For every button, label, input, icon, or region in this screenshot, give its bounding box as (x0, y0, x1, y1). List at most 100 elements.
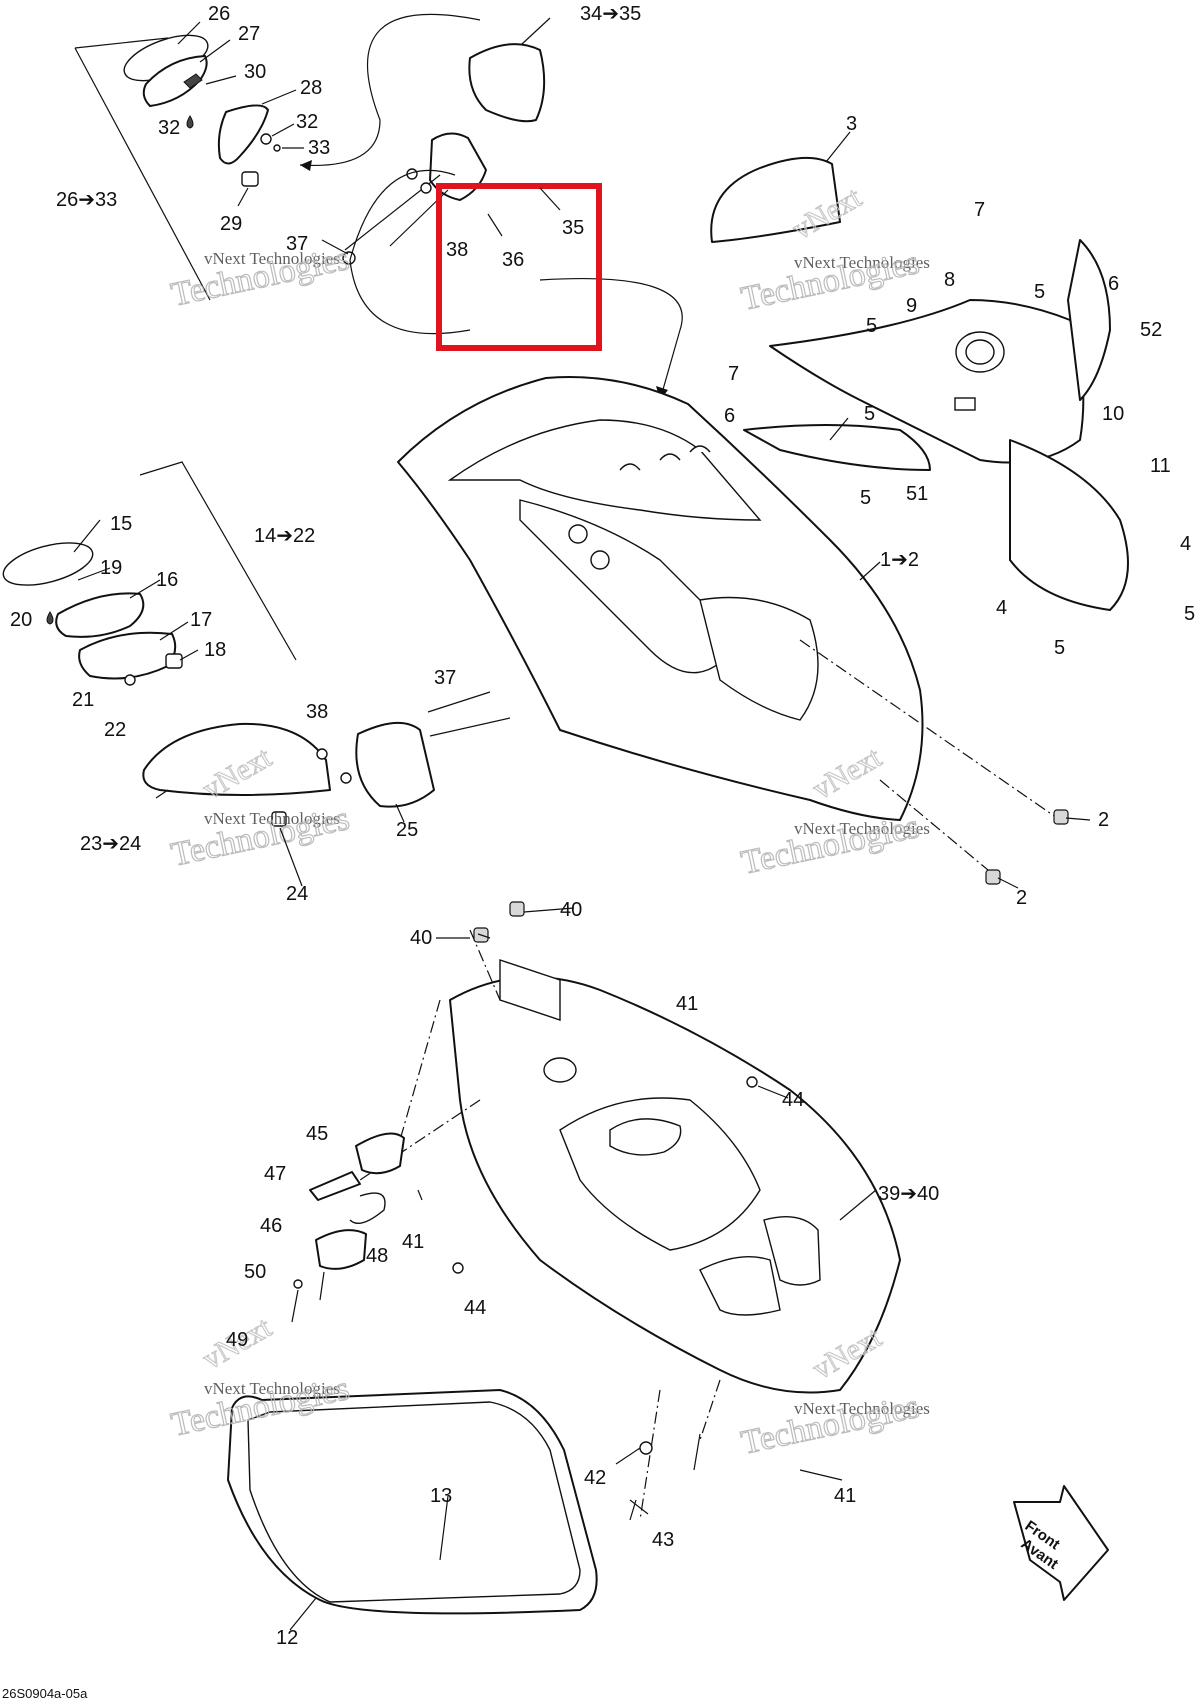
panel-52 (1067, 239, 1111, 401)
watermark-text: vNext Technologies (794, 1399, 930, 1418)
clip-24 (271, 811, 287, 827)
callout-50: 50 (244, 1261, 266, 1283)
callout-40: 40 (560, 899, 582, 921)
callout-6: 6 (1108, 273, 1119, 295)
callout-38: 38 (446, 239, 468, 261)
nut-18 (165, 653, 183, 669)
callout-4: 4 (996, 597, 1007, 619)
nut-2b (985, 869, 1001, 885)
callout-30: 30 (244, 61, 266, 83)
latch-handle-47 (309, 1171, 361, 1201)
callout-26-33: 26➔33 (56, 189, 117, 211)
callout-29: 29 (220, 213, 242, 235)
callout-22: 22 (104, 719, 126, 741)
latch-spring-48 (349, 1192, 386, 1224)
callout-13: 13 (430, 1485, 452, 1507)
panel-11 (1009, 439, 1129, 611)
callout-36: 36 (502, 249, 524, 271)
callout-24: 24 (286, 883, 308, 905)
drop-icon-32 (186, 115, 194, 129)
clip-29 (241, 171, 259, 187)
figure-code: 26S0904a-05a (2, 1686, 88, 1701)
callout-32: 32 (158, 117, 180, 139)
watermark-text: vNext Technologies (794, 253, 930, 272)
callout-38: 38 (306, 701, 328, 723)
front-cowl-1 (397, 376, 1061, 881)
callout-37: 37 (286, 233, 308, 255)
side-panels (743, 239, 1129, 611)
callout-32: 32 (296, 111, 318, 133)
callout-7: 7 (974, 199, 985, 221)
mirror-group-14-22 (2, 461, 511, 827)
callout-51: 51 (906, 483, 928, 505)
mirror-group-26-33 (74, 13, 481, 301)
callout-18: 18 (204, 639, 226, 661)
callout-28: 28 (300, 77, 322, 99)
callout-5: 5 (1034, 281, 1045, 303)
callout-3: 3 (846, 113, 857, 135)
callout-25: 25 (396, 819, 418, 841)
callout-16: 16 (156, 569, 178, 591)
mirror-plate-16 (55, 592, 145, 638)
front-direction-arrow: Front Avant (1013, 1485, 1109, 1601)
callout-33: 33 (308, 137, 330, 159)
mirror-knob-30 (183, 73, 203, 89)
nut-33 (273, 144, 281, 152)
windshield-3 (710, 156, 841, 243)
callout-26: 26 (208, 3, 230, 25)
callout-12: 12 (276, 1627, 298, 1649)
callout-5: 5 (860, 487, 871, 509)
watermark-text: vNext Technologies (794, 819, 930, 838)
latch-assembly (291, 1132, 405, 1323)
drop-icon-20 (46, 611, 54, 625)
callout-39-40: 39➔40 (878, 1183, 939, 1205)
callout-9: 9 (906, 295, 917, 317)
callout-15: 15 (110, 513, 132, 535)
callout-41: 41 (834, 1485, 856, 1507)
spring-32 (260, 133, 272, 145)
callout-5: 5 (866, 315, 877, 337)
callout-42: 42 (584, 1467, 606, 1489)
callout-44: 44 (464, 1297, 486, 1319)
callout-49: 49 (226, 1329, 248, 1351)
callout-8: 8 (944, 269, 955, 291)
callout-labels: 26 27 30 28 32 32 33 26➔33 29 37 38 36 3… (10, 3, 1195, 1649)
windshield-23 (142, 722, 331, 796)
callout-11: 11 (1150, 455, 1171, 477)
callout-35: 35 (562, 217, 584, 239)
callout-27: 27 (238, 23, 260, 45)
callout-5: 5 (864, 403, 875, 425)
spring-21 (124, 674, 136, 686)
callout-10: 10 (1102, 403, 1124, 425)
callout-34-35: 34➔35 (580, 3, 641, 25)
callout-47: 47 (264, 1163, 286, 1185)
callout-21: 21 (72, 689, 94, 711)
windshield-34 (468, 43, 546, 123)
watermark-text: vNext Technologies (204, 249, 340, 268)
callout-19: 19 (100, 557, 122, 579)
panel-10 (769, 299, 1085, 464)
mirror-glass-15 (2, 542, 94, 586)
callout-40: 40 (410, 927, 432, 949)
callout-5: 5 (1054, 637, 1065, 659)
watermark-text: vNext Technologies (204, 809, 340, 828)
callout-14-22: 14➔22 (254, 525, 315, 547)
callout-7: 7 (728, 363, 739, 385)
callout-23-24: 23➔24 (80, 833, 141, 855)
callout-46: 46 (260, 1215, 282, 1237)
callout-37: 37 (434, 667, 456, 689)
panel-51 (743, 424, 931, 471)
callout-48: 48 (366, 1245, 388, 1267)
latch-46 (315, 1229, 367, 1270)
seal-13 (247, 1401, 581, 1603)
mirror-bracket-28 (217, 104, 269, 165)
nut-2a (1053, 809, 1069, 825)
callout-45: 45 (306, 1123, 328, 1145)
callout-6: 6 (724, 405, 735, 427)
callout-4: 4 (1180, 533, 1191, 555)
callout-43: 43 (652, 1529, 674, 1551)
callout-2: 2 (1098, 809, 1109, 831)
callout-20: 20 (10, 609, 32, 631)
watermark-text: vNext Technologies (204, 1379, 340, 1398)
